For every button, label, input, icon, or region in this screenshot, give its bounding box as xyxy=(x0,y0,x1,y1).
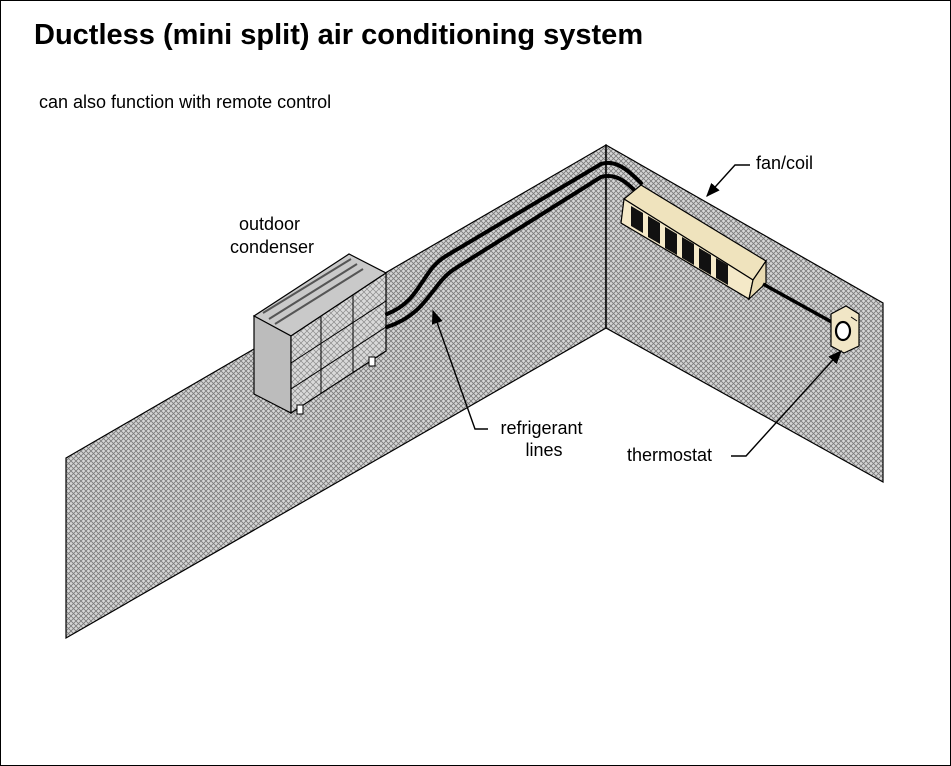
page-subtitle: can also function with remote control xyxy=(39,92,332,112)
fan-coil-leader xyxy=(706,164,750,198)
refrigerant-lines-leader xyxy=(431,309,488,430)
thermostat-leader xyxy=(731,349,842,457)
refrigerant-lines xyxy=(385,160,643,329)
page-title: Ductless (mini split) air conditioning s… xyxy=(34,19,644,51)
outdoor-condenser-label: outdoor condenser xyxy=(230,214,314,257)
thermostat-label: thermostat xyxy=(627,445,712,465)
fan-coil-unit xyxy=(620,184,767,301)
refrigerant-lines-label: refrigerant lines xyxy=(500,418,587,460)
outdoor-condenser-unit xyxy=(252,253,388,415)
thermostat-wire xyxy=(762,282,838,327)
fan-coil-label: fan/coil xyxy=(756,153,813,173)
thermostat-device xyxy=(830,305,860,354)
left-wall xyxy=(65,143,607,640)
